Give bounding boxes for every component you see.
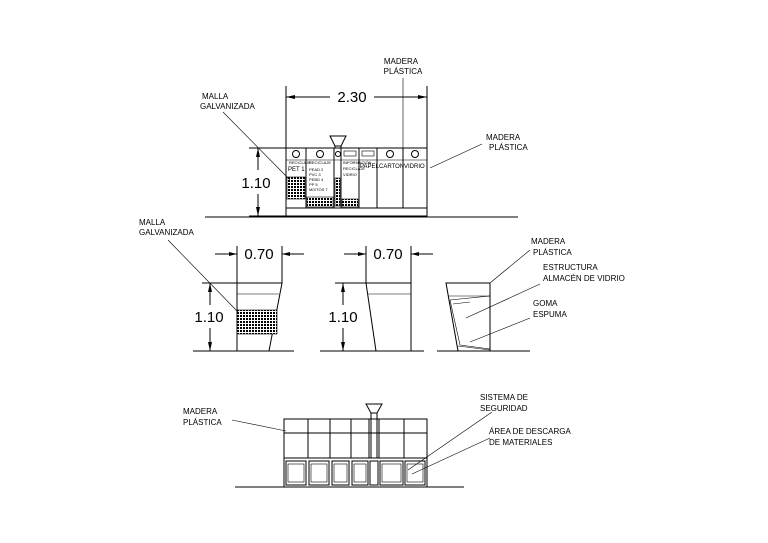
rear-door xyxy=(331,460,350,486)
dimension-height-front: 1.10 xyxy=(241,175,270,192)
rear-door xyxy=(308,460,330,486)
label-area-descarga-1: ÁREA DE DESCARGA xyxy=(489,427,571,436)
rear-elevation: MADERA PLÁSTICA SISTEMA DE SEGURIDAD ÁRE… xyxy=(183,393,571,488)
svg-text:GALVANIZADA: GALVANIZADA xyxy=(200,102,255,111)
svg-text:GALVANIZADA: GALVANIZADA xyxy=(139,228,194,237)
label-sistema-1: SISTEMA DE xyxy=(480,393,528,402)
bin-pet-label: PET 1 xyxy=(288,167,305,173)
bin-carton-label: CARTON xyxy=(379,164,404,170)
dimension-height-side-left: 1.10 xyxy=(194,309,223,326)
dimension-width-total: 2.30 xyxy=(337,89,366,106)
svg-text:PEBD 4: PEBD 4 xyxy=(309,177,324,182)
rear-body xyxy=(283,418,428,488)
label-madera-plastica-top-1: MADERA xyxy=(384,57,419,66)
svg-text:PLÁSTICA: PLÁSTICA xyxy=(489,143,528,152)
svg-text:INFORMACIÓN: INFORMACIÓN xyxy=(343,160,372,165)
svg-text:SEGURIDAD: SEGURIDAD xyxy=(480,404,528,413)
svg-text:ESPUMA: ESPUMA xyxy=(533,310,567,319)
svg-text:RECICLAJE: RECICLAJE xyxy=(343,166,365,171)
bin-papel-label: PAPEL xyxy=(360,164,380,170)
side-view-right xyxy=(445,282,491,352)
side-view-middle xyxy=(365,282,412,352)
svg-text:PP 5: PP 5 xyxy=(309,182,318,187)
side-elevations: 0.70 1.10 MALLA GALVANIZADA 0.70 1.10 xyxy=(139,218,625,352)
label-goma-1: GOMA xyxy=(533,299,558,308)
svg-text:VIDRIO: VIDRIO xyxy=(343,172,357,177)
rear-door xyxy=(379,460,404,486)
svg-text:ALMACÉN DE VIDRIO: ALMACÉN DE VIDRIO xyxy=(543,274,625,283)
label-madera-plastica-side-1: MADERA xyxy=(531,237,566,246)
svg-text:PLÁSTICA: PLÁSTICA xyxy=(533,248,572,257)
bin-pead-label-1: PEAD 2 xyxy=(309,167,324,172)
label-estructura-1: ESTRUCTURA xyxy=(543,263,598,272)
svg-text:RECICLAJE: RECICLAJE xyxy=(309,160,331,165)
label-malla-side-1: MALLA xyxy=(139,218,166,227)
front-elevation: RECICLAJE PET 1 RECICLAJE PEAD 2 PVC 3 P… xyxy=(200,57,528,218)
svg-text:DE MATERIALES: DE MATERIALES xyxy=(489,438,552,447)
svg-text:RECICLAJE: RECICLAJE xyxy=(289,160,311,165)
rear-door xyxy=(285,460,307,486)
svg-text:PLÁSTICA: PLÁSTICA xyxy=(183,418,222,427)
label-malla-top-1: MALLA xyxy=(202,92,229,101)
cabinet-body xyxy=(285,147,428,217)
rear-door xyxy=(351,460,369,486)
mesh-panel-pead xyxy=(306,196,334,208)
funnel-icon xyxy=(329,135,347,147)
bin-vidrio-label: VIDRIO xyxy=(404,164,425,170)
mesh-panel-side xyxy=(236,309,278,335)
label-madera-plastica-right-1: MADERA xyxy=(486,133,521,142)
label-madera-plastica-rear-1: MADERA xyxy=(183,407,218,416)
glass-storage-structure xyxy=(449,295,491,350)
funnel-rear-icon xyxy=(365,403,383,414)
svg-text:PLÁSTICA: PLÁSTICA xyxy=(384,67,423,76)
rear-door xyxy=(404,460,426,486)
dimension-height-side-right: 1.10 xyxy=(328,309,357,326)
svg-text:MIXTOS 7: MIXTOS 7 xyxy=(309,187,328,192)
dimension-depth-right: 0.70 xyxy=(373,246,402,263)
dimension-depth-left: 0.70 xyxy=(244,246,273,263)
mesh-panel-pet xyxy=(286,176,306,200)
svg-text:PVC 3: PVC 3 xyxy=(309,172,321,177)
